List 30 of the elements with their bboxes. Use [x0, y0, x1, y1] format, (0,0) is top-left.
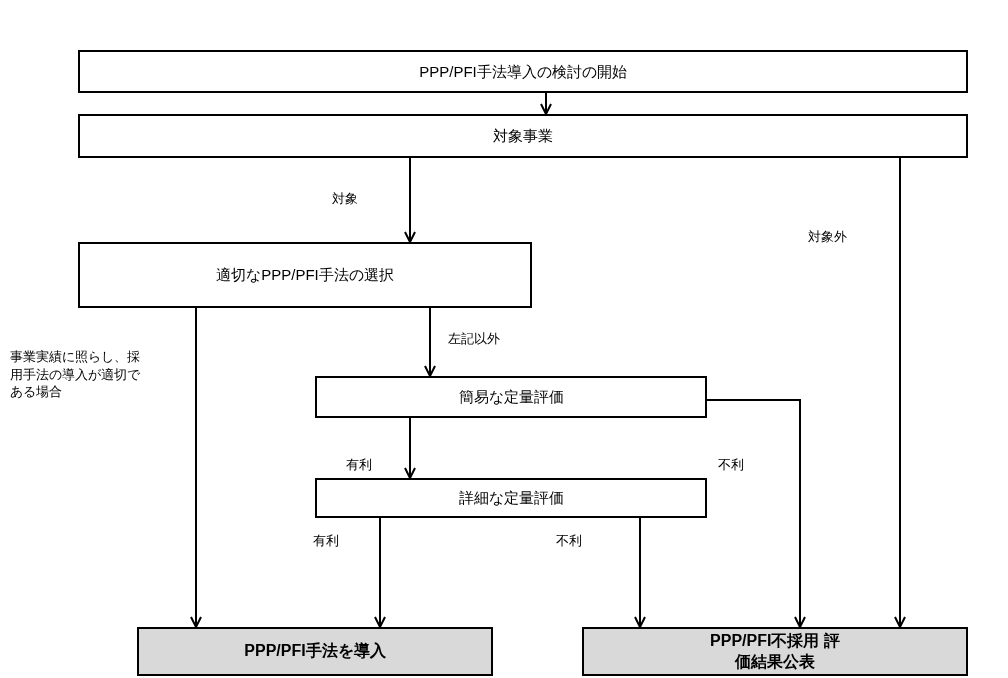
node-text: PPP/PFI手法導入の検討の開始 [418, 61, 628, 82]
arrow [404, 157, 416, 243]
process-box [315, 376, 707, 418]
node-text: 対象事業 [492, 126, 554, 146]
edge-label: 不利 [556, 532, 582, 550]
edge-label: 対象 [332, 190, 358, 208]
arrow [424, 307, 436, 377]
edge-label: 有利 [313, 532, 339, 550]
result-box [582, 627, 968, 676]
arrow [706, 399, 806, 628]
edge-label: 不利 [718, 456, 744, 474]
result-box [137, 627, 493, 676]
process-box [78, 114, 968, 158]
process-box [78, 242, 532, 308]
process-box [315, 478, 707, 518]
edge-label: 有利 [346, 456, 372, 474]
node-text: PPP/PFI不採用 評価結果公表 [709, 630, 841, 672]
node-text: PPP/PFI手法を導入 [243, 641, 387, 662]
edge-label: 対象外 [808, 228, 847, 246]
edge-label: 左記以外 [448, 330, 500, 348]
arrow [634, 517, 646, 628]
arrow [894, 157, 906, 628]
node-text: 適切なPPP/PFI手法の選択 [215, 265, 395, 285]
arrow [404, 417, 416, 479]
node-text: 詳細な定量評価 [457, 488, 565, 508]
arrow [540, 92, 552, 115]
process-box [78, 50, 968, 93]
arrow [190, 307, 202, 628]
arrow [374, 517, 386, 628]
node-text: 簡易な定量評価 [457, 387, 565, 407]
